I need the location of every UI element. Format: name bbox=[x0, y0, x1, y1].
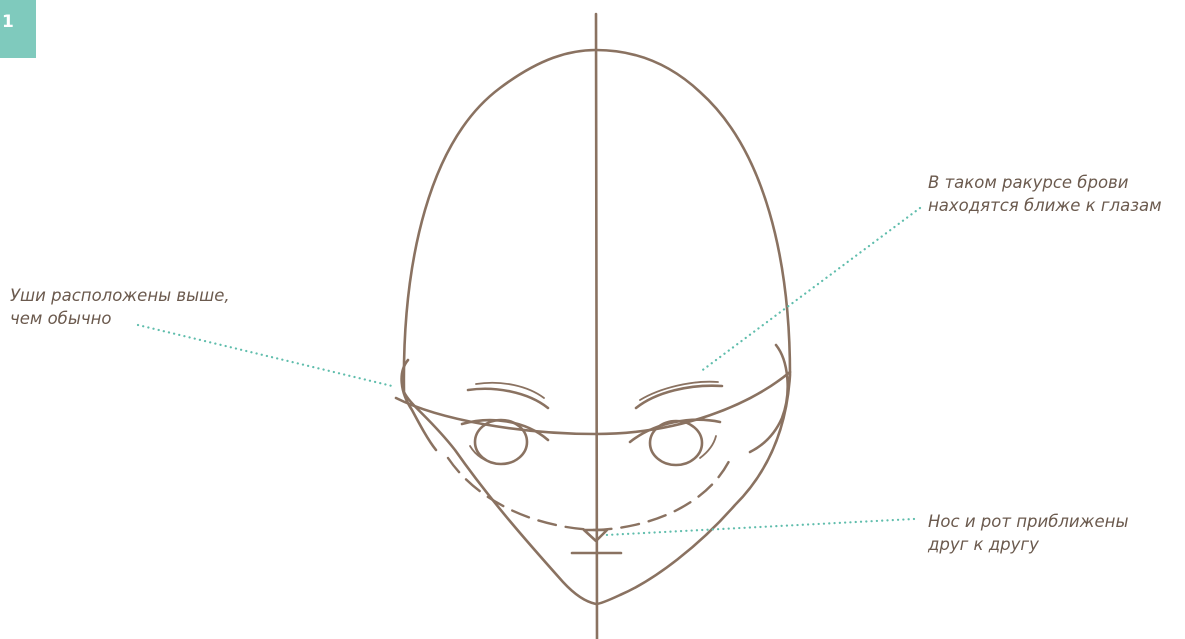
nose-mouth-annotation-line2: друг к другу bbox=[928, 533, 1128, 556]
right-eyebrow bbox=[636, 386, 722, 408]
eye-guideline bbox=[396, 372, 790, 434]
eyebrows-annotation-line2: находятся ближе к глазам bbox=[928, 194, 1162, 217]
nose-mouth-annotation: Нос и рот приближены друг к другу bbox=[928, 510, 1128, 556]
ears-annotation-line1: Уши расположены выше, bbox=[10, 284, 230, 307]
ears-leader-line bbox=[138, 325, 392, 386]
nose bbox=[584, 530, 607, 541]
left-eyebrow bbox=[468, 389, 548, 408]
nose-guideline-dashed bbox=[448, 455, 732, 530]
eyebrows-leader-line bbox=[700, 208, 920, 372]
center-line bbox=[596, 14, 597, 639]
left-lower-lid bbox=[470, 446, 498, 464]
eyebrows-annotation: В таком ракурсе брови находятся ближе к … bbox=[928, 171, 1162, 217]
nose-mouth-annotation-line1: Нос и рот приближены bbox=[928, 510, 1128, 533]
right-iris bbox=[650, 421, 702, 465]
ears-annotation: Уши расположены выше, чем обычно bbox=[10, 284, 230, 330]
right-ear bbox=[750, 345, 788, 452]
ears-annotation-line2: чем обычно bbox=[10, 307, 230, 330]
left-ear bbox=[402, 360, 436, 450]
eyebrows-annotation-line1: В таком ракурсе брови bbox=[928, 171, 1162, 194]
